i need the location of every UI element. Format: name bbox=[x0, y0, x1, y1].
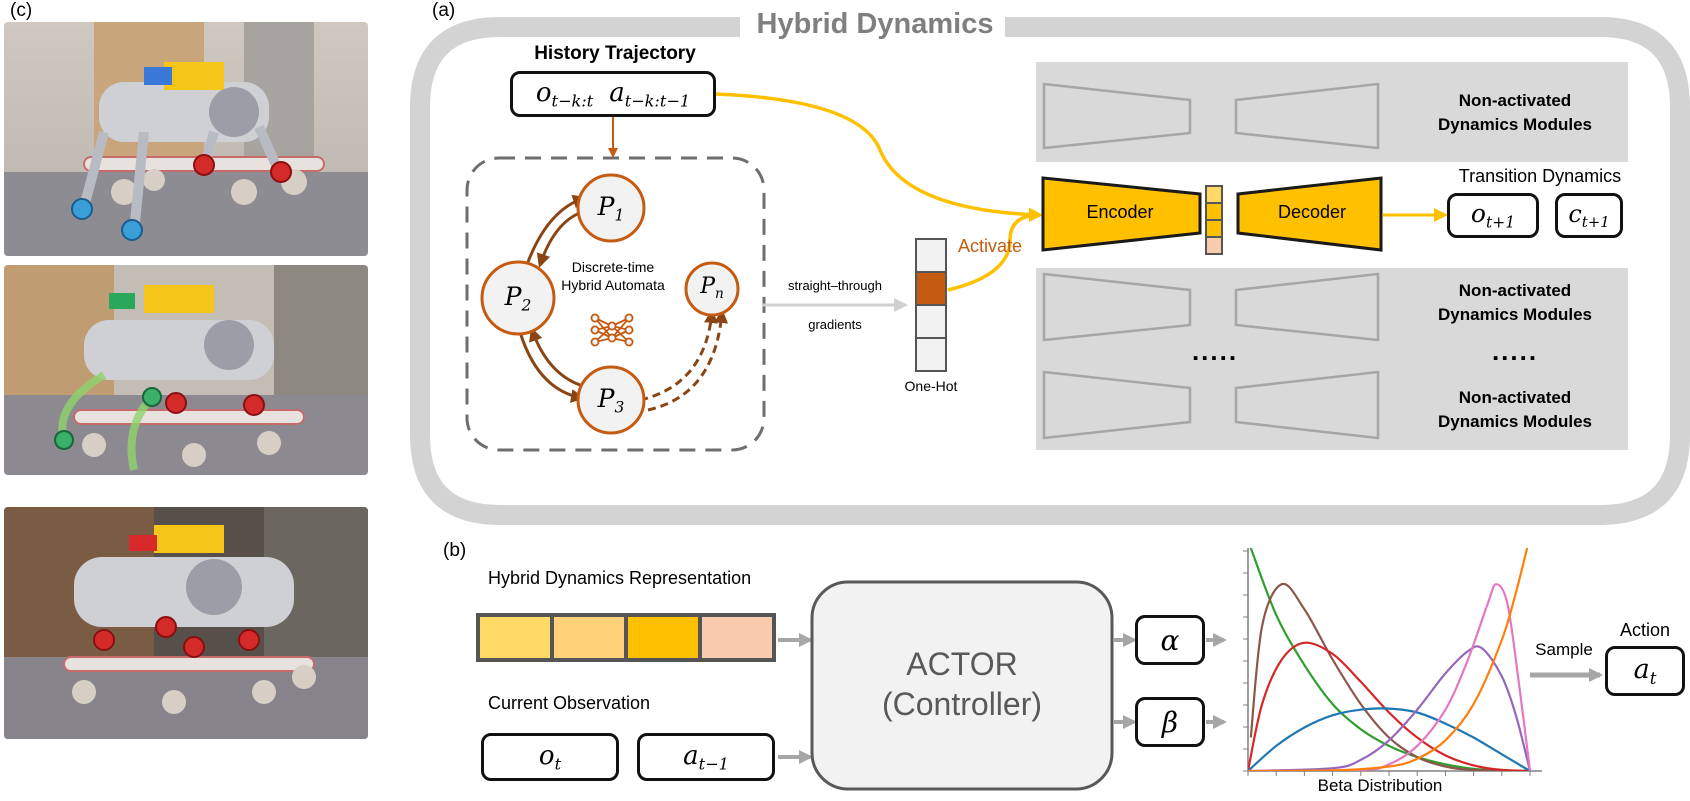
activate-label: Activate bbox=[958, 236, 1023, 256]
robot-photo-1 bbox=[4, 22, 368, 256]
beta-distribution-label: Beta Distribution bbox=[1317, 776, 1443, 795]
active-decoder bbox=[1236, 176, 1383, 252]
state-circle-pn bbox=[684, 261, 740, 317]
action-label: Action bbox=[1619, 620, 1671, 640]
panel-label-b: (b) bbox=[443, 540, 467, 561]
module-decoder-top bbox=[1234, 82, 1380, 150]
beta-distribution-chart bbox=[1243, 548, 1542, 776]
module-encoder-mid bbox=[1042, 272, 1192, 342]
alpha-box: α bbox=[1135, 615, 1205, 665]
beta-curve-5 bbox=[1248, 645, 1532, 771]
history-act-sub: t−k:t−1 bbox=[624, 91, 691, 111]
history-trajectory-box: ot−k:t at−k:t−1 bbox=[510, 71, 716, 117]
module-encoder-bottom bbox=[1042, 370, 1192, 440]
decoder-label: Decoder bbox=[1277, 202, 1347, 222]
state-label-p1: P1 bbox=[597, 192, 625, 225]
context-box: ct+1 bbox=[1555, 193, 1623, 238]
representation-bar bbox=[476, 613, 776, 662]
history-act: a bbox=[609, 77, 625, 108]
sample-label: Sample bbox=[1535, 640, 1593, 659]
state-circle-p1 bbox=[576, 173, 646, 243]
history-obs: o bbox=[535, 77, 552, 108]
module-encoder-top bbox=[1042, 82, 1192, 150]
state-circle-p2 bbox=[480, 260, 556, 336]
hybrid-frame bbox=[410, 17, 1690, 525]
beta-box: β bbox=[1135, 697, 1205, 747]
panel-label-a: (a) bbox=[432, 0, 456, 21]
onehot-vector bbox=[915, 238, 947, 372]
module-ellipsis-right: ..... bbox=[1491, 336, 1539, 366]
history-trajectory-label: History Trajectory bbox=[534, 43, 696, 64]
beta-curve-3 bbox=[1248, 641, 1531, 771]
gradient-label-2: gradients bbox=[808, 317, 862, 332]
module-ellipsis-left: ..... bbox=[1191, 336, 1239, 366]
beta-curve-4 bbox=[1248, 707, 1531, 771]
edge-p2-p1-b bbox=[536, 209, 586, 268]
gradient-label-1: straight–through bbox=[788, 278, 882, 293]
edge-p2-p1-a bbox=[526, 194, 587, 263]
edge-p2-p3-a bbox=[518, 331, 585, 403]
state-label-p2: P2 bbox=[504, 282, 532, 315]
activate-arrow bbox=[947, 208, 1043, 292]
action-box: at bbox=[1605, 646, 1685, 696]
transition-dynamics-label: Transition Dynamics bbox=[1458, 166, 1622, 186]
state-label-p3: P3 bbox=[597, 384, 625, 417]
actor-label: ACTOR (Controller) bbox=[881, 646, 1043, 722]
module-decoder-bottom bbox=[1234, 370, 1380, 440]
edge-p3-pn-b bbox=[647, 309, 729, 412]
history-obs-sub: t−k:t bbox=[551, 91, 594, 111]
beta-curve-2 bbox=[1249, 582, 1528, 771]
panel-label-c: (c) bbox=[10, 0, 33, 21]
edge-p2-p3-b bbox=[529, 327, 584, 388]
observation-box: ot bbox=[481, 733, 619, 781]
robot-photo-3 bbox=[4, 507, 368, 739]
hybrid-dynamics-title: Hybrid Dynamics bbox=[756, 8, 994, 40]
next-obs-box: ot+1 bbox=[1447, 193, 1539, 238]
actor-box bbox=[810, 580, 1114, 791]
automata-label: Discrete-time Hybrid Automata bbox=[561, 259, 665, 293]
prev-action-box: at−1 bbox=[637, 733, 775, 781]
active-encoder bbox=[1041, 176, 1202, 252]
edge-p3-pn-a bbox=[639, 309, 718, 402]
beta-curve-7 bbox=[1248, 548, 1529, 771]
representation-label: Hybrid Dynamics Representation bbox=[488, 568, 752, 588]
onehot-label: One-Hot bbox=[904, 378, 958, 394]
robot-photo-2 bbox=[4, 265, 368, 475]
module-decoder-mid bbox=[1234, 272, 1380, 342]
current-observation-label: Current Observation bbox=[488, 693, 651, 713]
latent-vector bbox=[1205, 185, 1223, 255]
neural-net-icon bbox=[590, 313, 634, 347]
encoder-label: Encoder bbox=[1086, 202, 1154, 222]
state-circle-p3 bbox=[576, 365, 646, 435]
state-label-pn: Pn bbox=[700, 274, 724, 302]
history-to-encoder-arrow bbox=[715, 92, 1043, 222]
